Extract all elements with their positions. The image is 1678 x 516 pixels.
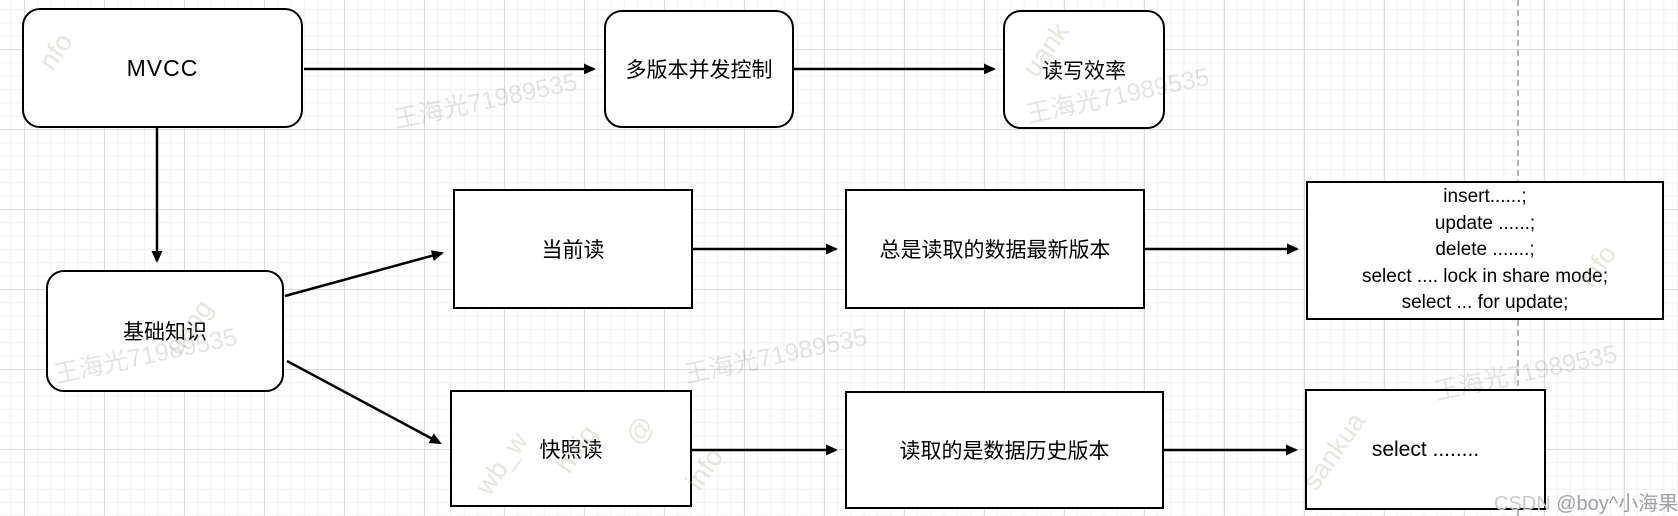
node-basic-knowledge: 基础知识 [46, 270, 284, 392]
csdn-credit: CSDN @boy^小海果 [1494, 487, 1678, 516]
node-latest-version-label: 总是读取的数据最新版本 [879, 239, 1111, 262]
node-basics-label: 基础知识 [123, 321, 207, 344]
node-current-read: 当前读 [453, 189, 693, 309]
node-sql-snapshot-select: select ........ [1305, 389, 1546, 510]
node-current-read-label: 当前读 [541, 239, 605, 262]
node-mvcc: MVCC [22, 8, 303, 128]
node-mvcc-label: MVCC [126, 54, 199, 81]
node-snapshot-read: 快照读 [450, 390, 692, 507]
node-snapshot-read-label: 快照读 [539, 438, 603, 462]
sql-line-delete: delete .......; [1435, 239, 1535, 261]
sql-line-update: update ......; [1434, 212, 1536, 234]
csdn-credit-handle: @boy^小海果 [1556, 493, 1678, 515]
arrow-basics-to-current-read [284, 250, 444, 298]
node-sql-snapshot-label: select ........ [1371, 437, 1480, 461]
node-rw-efficiency-label: 读写效率 [1042, 59, 1126, 83]
node-history-version: 读取的是数据历史版本 [845, 391, 1164, 509]
sql-line-select-lock-share: select .... lock in share mode; [1361, 265, 1609, 287]
node-multi-version-label: 多版本并发控制 [625, 59, 773, 82]
sql-line-select-for-update: select ... for update; [1401, 292, 1569, 314]
node-history-version-label: 读取的是数据历史版本 [899, 440, 1110, 463]
node-multi-version-concurrency-control: 多版本并发控制 [604, 10, 794, 128]
arrow-basics-to-snapshot-read [286, 359, 442, 445]
node-latest-version: 总是读取的数据最新版本 [845, 189, 1145, 309]
csdn-credit-prefix: CSDN [1494, 493, 1557, 515]
sql-line-insert: insert......; [1443, 186, 1527, 208]
node-read-write-efficiency: 读写效率 [1003, 10, 1165, 129]
node-sql-current-read-statements: insert......; update ......; delete ....… [1306, 181, 1664, 320]
